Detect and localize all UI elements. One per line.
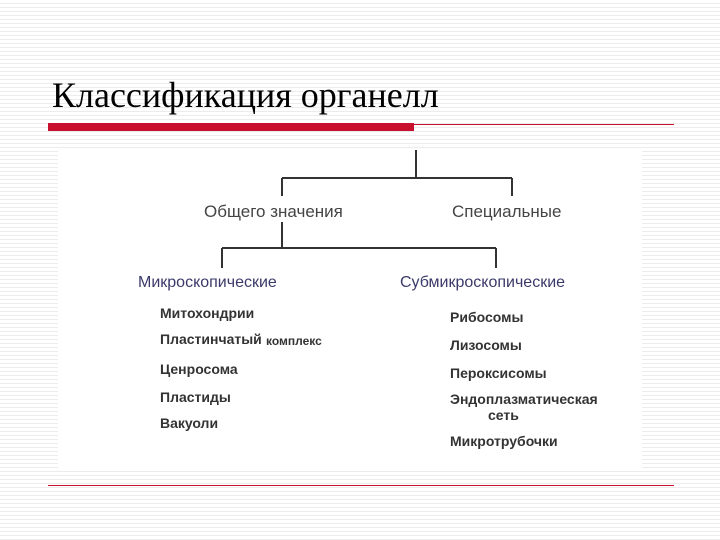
- footer-rule: [48, 485, 674, 486]
- node-microscopic: Микроскопические: [138, 274, 277, 291]
- list-item-complex: комплекс: [266, 334, 322, 348]
- title-underline: [414, 124, 674, 125]
- list-item-plastids: Пластиды: [160, 389, 231, 405]
- list-item-lamellar: Пластинчатый: [160, 331, 262, 347]
- slide-title: Классификация органелл: [52, 75, 439, 115]
- list-item-peroxisomes: Пероксисомы: [450, 365, 547, 381]
- connector-lines: [221, 150, 513, 268]
- classification-diagram: Общего значения Специальные Микроскопиче…: [58, 150, 642, 468]
- list-item-mitochondria: Митохондрии: [160, 305, 255, 321]
- list-item-vacuoles: Вакуоли: [160, 415, 219, 431]
- title-accent-bar: [48, 123, 414, 131]
- node-special: Специальные: [452, 202, 562, 221]
- node-general: Общего значения: [204, 202, 343, 221]
- list-item-endoplasmic: Эндоплазматическая: [450, 391, 598, 407]
- list-item-reticulum: сеть: [488, 407, 519, 423]
- list-item-microtubules: Микротрубочки: [450, 433, 558, 449]
- node-submicroscopic: Субмикроскопические: [400, 274, 566, 291]
- list-item-ribosomes: Рибосомы: [450, 309, 524, 325]
- list-item-centrosome: Ценросома: [160, 361, 238, 377]
- list-item-lysosomes: Лизосомы: [450, 337, 522, 353]
